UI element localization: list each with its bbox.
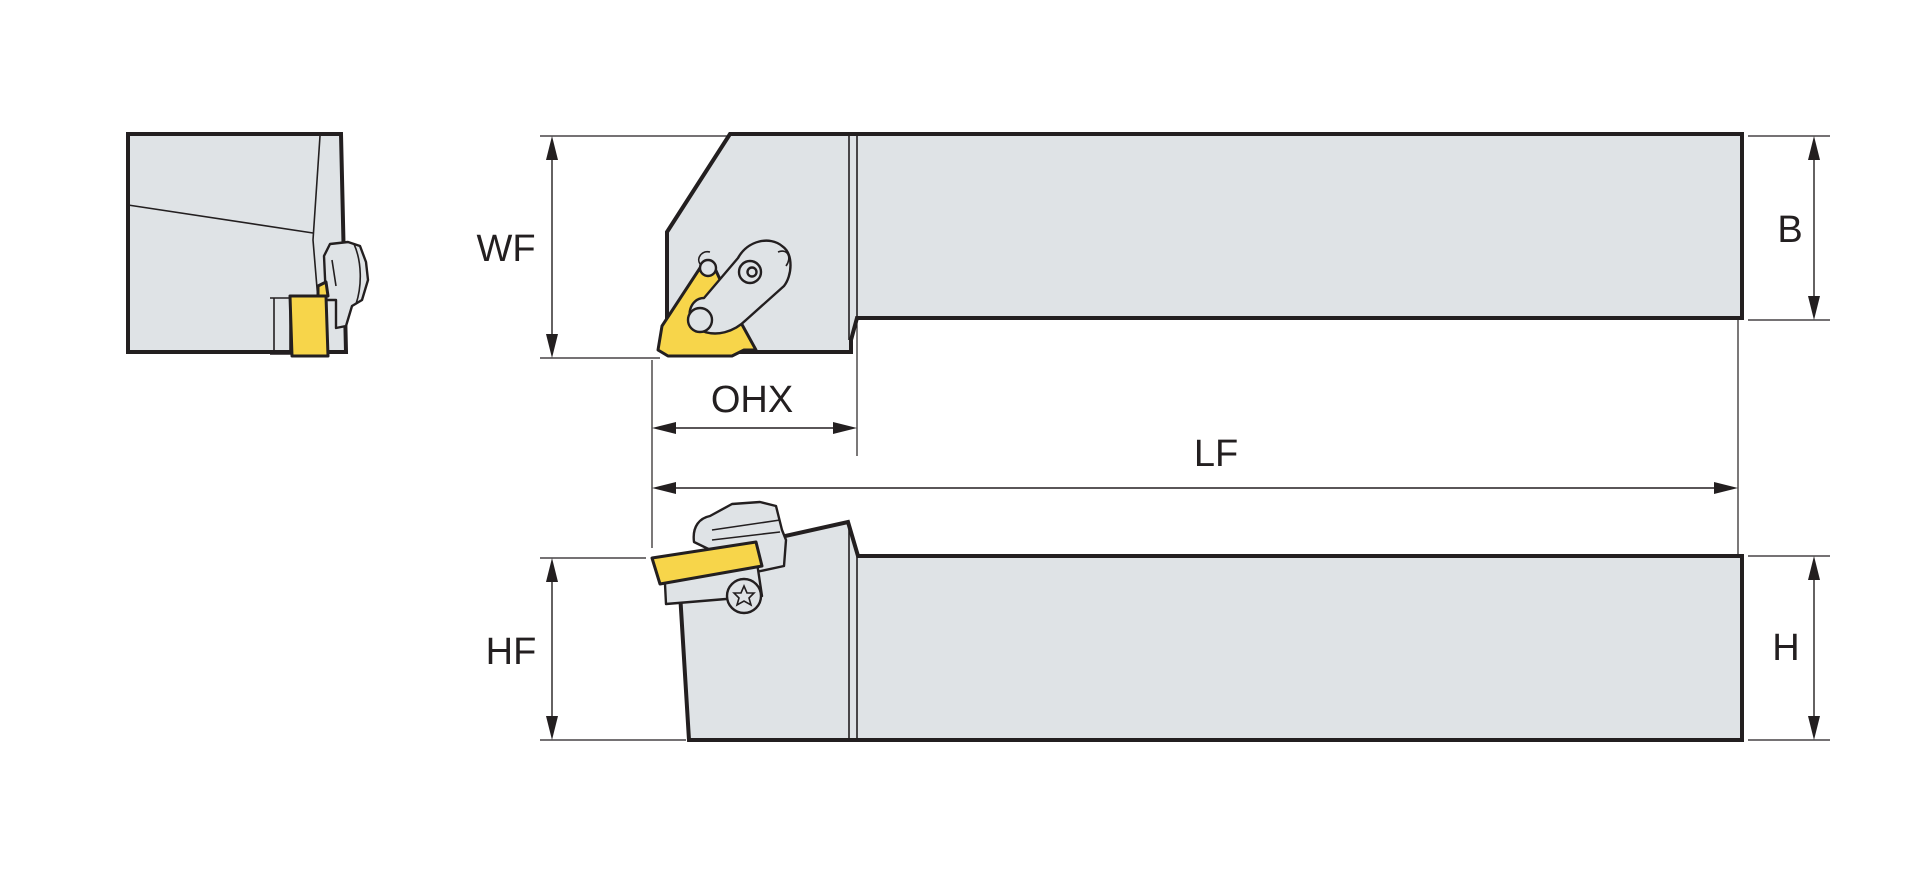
dimension-hf: HF [486, 557, 686, 741]
label-h: H [1772, 627, 1799, 669]
side-view-insert [650, 540, 764, 586]
dimension-b: B [1748, 135, 1830, 321]
label-lf: LF [1194, 433, 1238, 475]
label-b: B [1777, 209, 1802, 251]
end-view-clamp [322, 240, 370, 330]
dimension-lf: LF [652, 320, 1739, 554]
end-view-insert [288, 294, 330, 358]
label-hf: HF [486, 631, 537, 673]
label-wf: WF [476, 228, 535, 270]
top-view-clamp [688, 239, 792, 335]
top-view [656, 132, 1744, 358]
screw-icon [725, 577, 763, 615]
dimension-h: H [1748, 555, 1830, 741]
side-view [650, 500, 1744, 742]
end-view [126, 132, 370, 358]
dimension-wf: WF [476, 135, 728, 359]
dimension-ohx: OHX [651, 322, 858, 548]
label-ohx: OHX [711, 379, 793, 421]
